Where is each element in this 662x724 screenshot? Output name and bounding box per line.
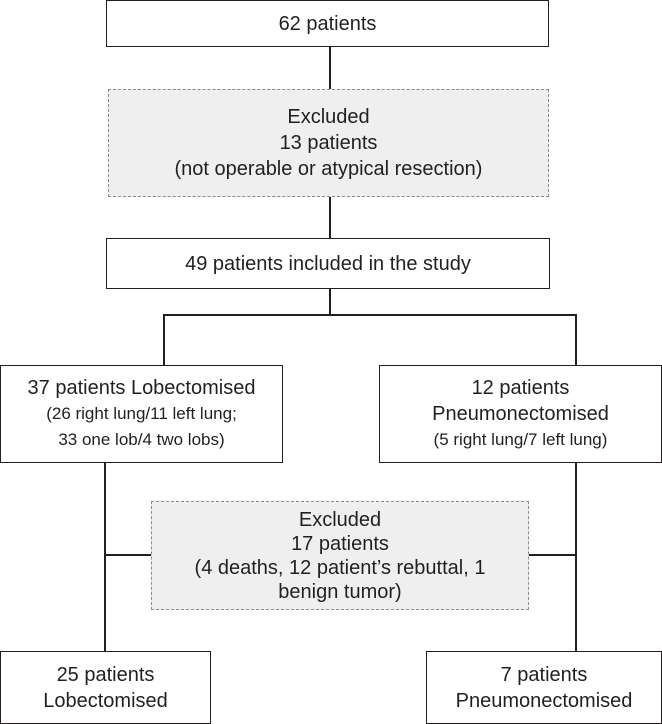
lobectomy-detail-2: 33 one lob/4 two lobs) xyxy=(58,430,225,449)
final-lobectomy-label: Lobectomised xyxy=(43,689,168,712)
final-lobectomy-count: 25 patients xyxy=(56,663,155,686)
excluded-followup-reason-1: (4 deaths, 12 patient’s rebuttal, 1 xyxy=(194,556,486,579)
connector-split-right xyxy=(575,314,577,366)
box-final-lobectomy: 25 patients Lobectomised xyxy=(0,651,211,724)
pneumonectomy-count: 12 patients xyxy=(471,377,570,399)
excluded-followup-count: 17 patients xyxy=(291,532,389,555)
box-excluded-followup: Excluded 17 patients (4 deaths, 12 patie… xyxy=(151,501,529,610)
final-pneumonectomy-label: Pneumonectomised xyxy=(455,689,633,712)
connector-split-horizontal xyxy=(163,314,577,316)
excluded-initial-title: Excluded xyxy=(287,106,370,128)
connector-split-left xyxy=(163,314,165,366)
lobectomy-title: 37 patients Lobectomised xyxy=(27,377,256,399)
connector-included-down xyxy=(329,288,331,315)
included-patients-text: 49 patients included in the study xyxy=(185,252,471,275)
connector-excluded-to-right xyxy=(528,554,576,556)
final-pneumonectomy-count: 7 patients xyxy=(500,663,588,686)
box-excluded-initial: Excluded 13 patients (not operable or at… xyxy=(108,89,549,197)
pneumonectomy-detail: (5 right lung/7 left lung) xyxy=(433,430,608,449)
lobectomy-detail-1: (26 right lung/11 left lung; xyxy=(46,404,237,423)
box-lobectomy: 37 patients Lobectomised (26 right lung/… xyxy=(0,365,283,463)
connector-right-vertical xyxy=(575,462,577,652)
box-final-pneumonectomy: 7 patients Pneumonectomised xyxy=(426,651,662,724)
box-pneumonectomy: 12 patients Pneumonectomised (5 right lu… xyxy=(379,365,662,463)
pneumonectomy-title: Pneumonectomised xyxy=(432,403,609,425)
box-included-patients: 49 patients included in the study xyxy=(106,238,550,289)
box-total-patients: 62 patients xyxy=(106,0,549,47)
connector-left-vertical xyxy=(104,462,106,652)
total-patients-text: 62 patients xyxy=(278,12,377,35)
excluded-followup-title: Excluded xyxy=(298,508,382,531)
connector-total-to-excluded xyxy=(329,46,331,90)
excluded-initial-count: 13 patients xyxy=(279,132,378,154)
excluded-followup-reason-2: benign tumor) xyxy=(278,580,402,603)
excluded-initial-reason: (not operable or atypical resection) xyxy=(174,158,483,180)
connector-left-to-excluded xyxy=(104,554,152,556)
connector-excluded-to-included xyxy=(329,196,331,238)
